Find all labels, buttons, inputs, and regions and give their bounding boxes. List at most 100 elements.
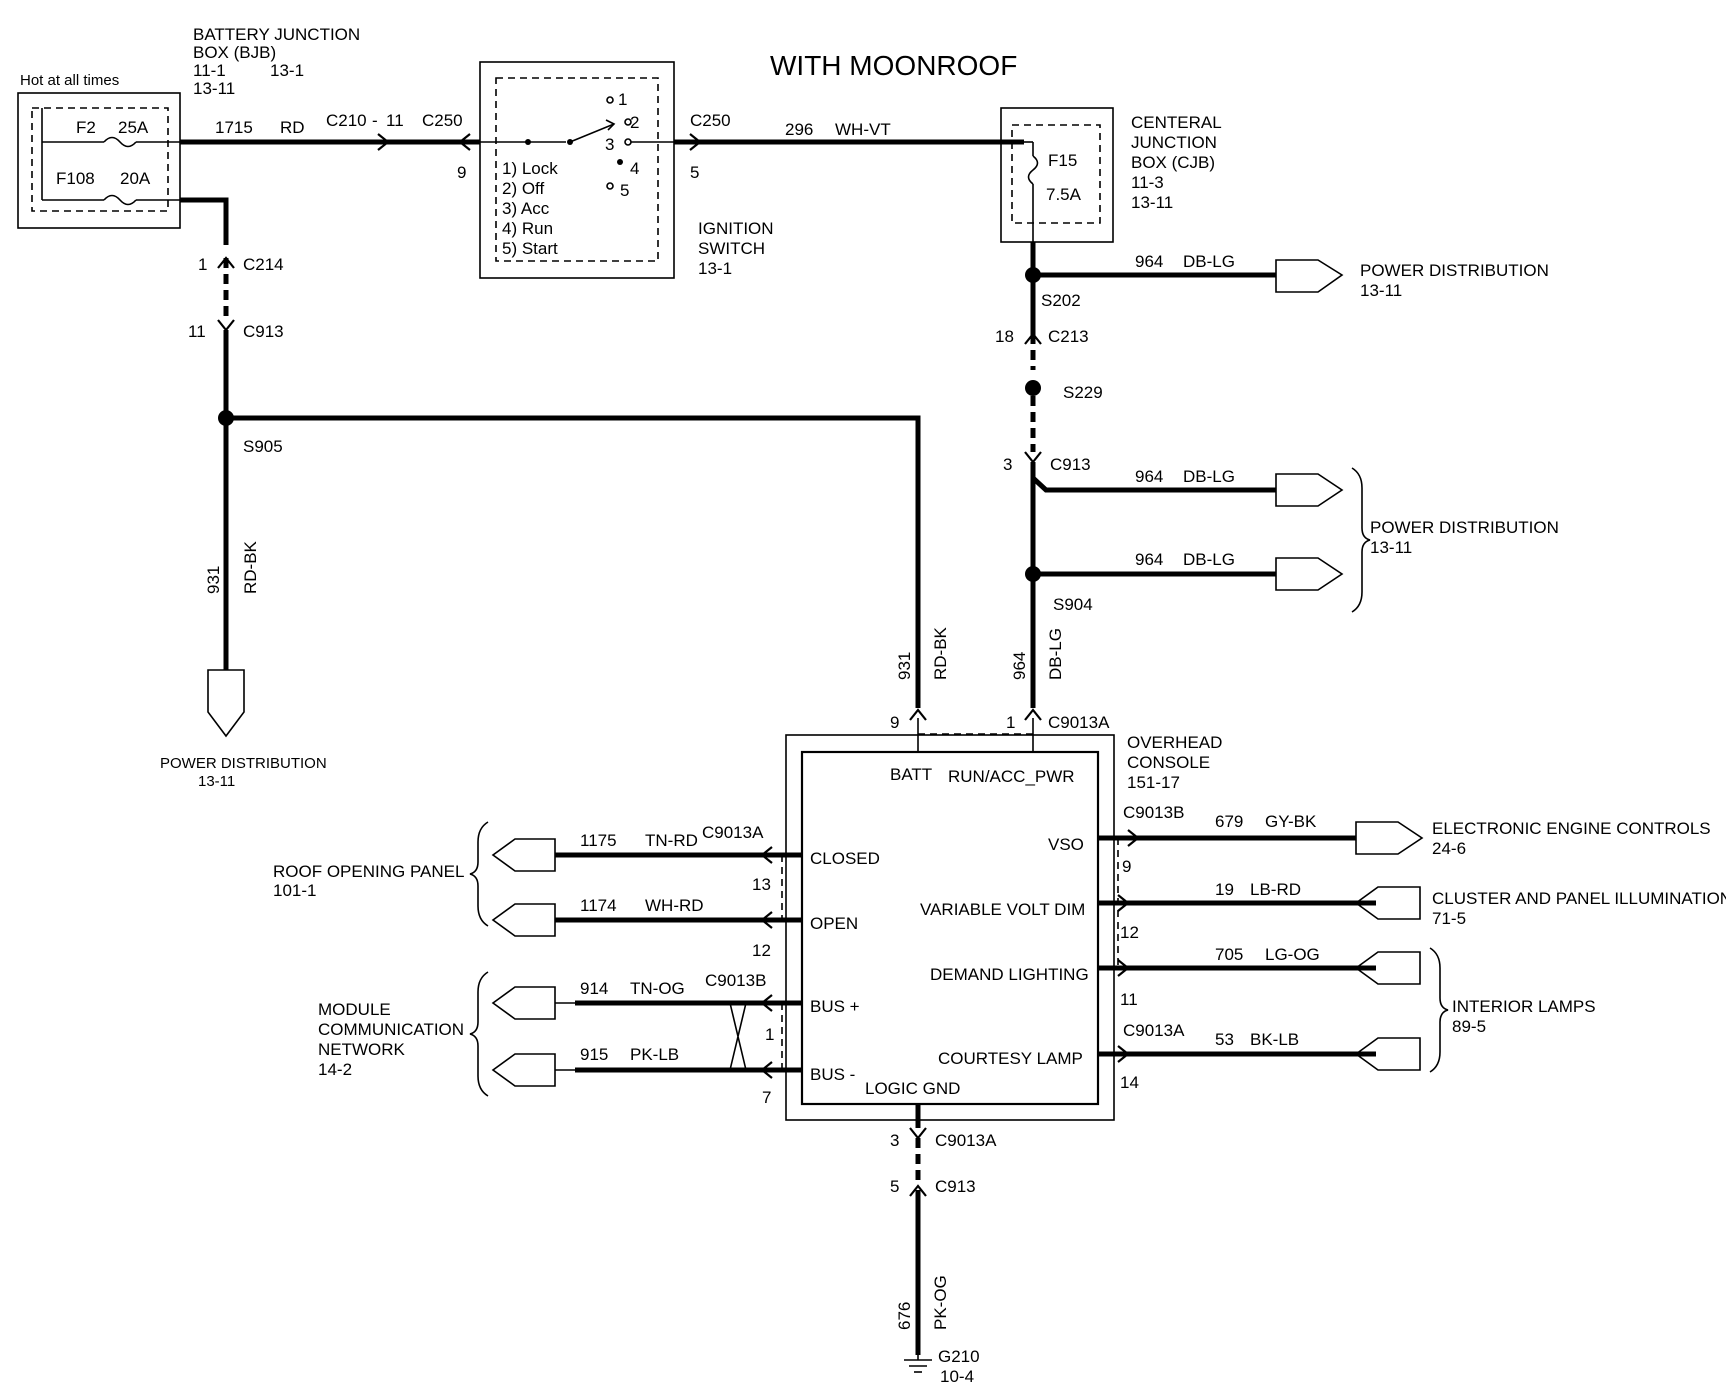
wire-914-color: TN-OG <box>630 979 685 998</box>
pd-top-arrow <box>1275 259 1344 293</box>
pin-busp-num: 1 <box>765 1025 774 1044</box>
wire-964a: 964 DB-LG POWER DISTRIBUTION 13-11 <box>1033 252 1549 300</box>
hot-at-all-times-label: Hot at all times <box>20 72 119 89</box>
c214-label: C214 <box>243 255 284 274</box>
pin-closed-label: CLOSED <box>810 849 880 868</box>
wire-296-circuit: 296 <box>785 120 813 139</box>
wire-19-circuit: 19 <box>1215 880 1234 899</box>
ignition-position-3: 3) Acc <box>502 199 550 218</box>
cjb-ref-1: 11-3 <box>1131 173 1164 192</box>
c213-label: C213 <box>1048 327 1089 346</box>
c9013a-bottom-connector <box>909 1127 927 1140</box>
wire-1175-color: TN-RD <box>645 831 698 850</box>
wire-679-color: GY-BK <box>1265 812 1317 831</box>
wire-1175-circuit: 1175 <box>580 831 617 850</box>
splice-s202-label: S202 <box>1041 291 1081 310</box>
c250-right-connector <box>689 133 702 151</box>
wire-964c-color: DB-LG <box>1183 550 1235 569</box>
c9013b-left-label: C9013B <box>705 971 766 990</box>
c9013a-run-connector <box>1024 708 1042 721</box>
wire-1715-circuit: 1715 <box>215 118 253 137</box>
wire-679: C9013B 9 679 GY-BK ELECTRONIC ENGINE CON… <box>1098 803 1711 876</box>
pd-mid-arrow-2 <box>1275 557 1344 591</box>
pin-run-label: RUN/ACC_PWR <box>948 767 1075 786</box>
c9013a-top-pin-batt: 9 <box>890 713 899 732</box>
pd-mid-ref: 13-11 <box>1370 538 1412 557</box>
cl-connector <box>1117 1045 1130 1063</box>
bjb-ref-2: 13-1 <box>270 61 304 80</box>
ignition-title-line1: IGNITION <box>698 219 774 238</box>
cjb-title-line2: JUNCTION <box>1131 133 1217 152</box>
ignition-position-1: 1) Lock <box>502 159 558 178</box>
pin-batt-label: BATT <box>890 765 932 784</box>
wire-964c: 964 DB-LG POWER DISTRIBUTION 13-11 <box>1033 467 1559 613</box>
cjb-ref-2: 13-11 <box>1131 193 1173 212</box>
splice-s229 <box>1025 380 1041 396</box>
wire-1174: 12 1174 WH-RD ROOF OPENING PANEL 101-1 <box>273 821 802 960</box>
closed-connector <box>760 846 773 864</box>
wire-964b: 964 DB-LG <box>1031 467 1344 507</box>
bjb-title-line1: BATTERY JUNCTION <box>193 25 360 44</box>
wire-676-color: PK-OG <box>931 1275 950 1330</box>
battery-junction-box: BATTERY JUNCTION BOX (BJB) 11-1 13-1 13-… <box>17 25 360 229</box>
fuse-f108-rating: 20A <box>120 169 151 188</box>
wire-679-circuit: 679 <box>1215 812 1243 831</box>
bjb-title-line2: BOX (BJB) <box>193 43 276 62</box>
wire-931-left: 1 C214 11 C913 S905 931 RD-BK POWER DIST… <box>160 197 327 790</box>
pd-left-ref: 13-11 <box>198 773 235 790</box>
twisted-pair <box>729 1002 747 1071</box>
ignition-pos-num-2: 2 <box>630 113 639 132</box>
pd-left-arrow <box>207 669 245 738</box>
il-name: INTERIOR LAMPS <box>1452 997 1596 1016</box>
wire-931b-circuit: 931 <box>895 652 914 680</box>
pin-cl-num: 14 <box>1120 1073 1139 1092</box>
c913-bottom-pin: 5 <box>890 1177 899 1196</box>
wire-19: 12 19 LB-RD CLUSTER AND PANEL ILLUMINATI… <box>1098 880 1726 942</box>
wire-964a-circuit: 964 <box>1135 252 1163 271</box>
c9013a-top-pin-run: 1 <box>1006 713 1015 732</box>
pin-vvd-label: VARIABLE VOLT DIM <box>920 900 1085 919</box>
rop-brace <box>469 821 489 927</box>
fuse-f15-id: F15 <box>1048 151 1077 170</box>
cpi-ref: 71-5 <box>1432 909 1466 928</box>
wire-964-vertical: S202 18 C213 S229 3 C913 S904 964 DB-LG <box>995 242 1103 708</box>
ignition-switch-inner <box>495 77 659 262</box>
ignition-ref: 13-1 <box>698 259 732 278</box>
mcn-brace <box>469 971 489 1097</box>
pin-busm-num: 7 <box>762 1088 771 1107</box>
il-brace <box>1429 947 1449 1073</box>
wire-19-color: LB-RD <box>1250 880 1301 899</box>
c9013a-top-label: C9013A <box>1048 713 1110 732</box>
central-junction-box: F15 7.5A CENTERAL JUNCTION BOX (CJB) 11-… <box>1000 107 1222 243</box>
c913-mid-connector <box>1024 451 1042 464</box>
mcn-name-line1: MODULE <box>318 1000 391 1019</box>
wire-53-color: BK-LB <box>1250 1030 1299 1049</box>
pin-vso-label: VSO <box>1048 835 1084 854</box>
pin-open-label: OPEN <box>810 914 858 933</box>
fuse-f108-id: F108 <box>56 169 95 188</box>
wire-915: 7 915 PK-LB MODULE COMMUNICATION NETWORK… <box>318 971 802 1107</box>
pin-gnd-label: LOGIC GND <box>865 1079 960 1098</box>
dl-connector <box>1117 959 1130 977</box>
ignition-pos-num-1: 1 <box>618 90 627 109</box>
cjb-title-line1: CENTERAL <box>1131 113 1222 132</box>
cpi-arrow <box>1354 886 1421 920</box>
ignition-pin-in: 9 <box>457 163 466 182</box>
overhead-console-module: 9 1 C9013A OVERHEAD CONSOLE 151-17 BATT … <box>781 708 1222 1121</box>
fuse-f15-symbol <box>1027 155 1039 185</box>
ground-ref: 10-4 <box>940 1367 974 1386</box>
eec-name: ELECTRONIC ENGINE CONTROLS <box>1432 819 1711 838</box>
il-ref: 89-5 <box>1452 1017 1486 1036</box>
fuse-f2-symbol <box>103 136 137 148</box>
c913-top-connector <box>217 319 235 332</box>
ignition-position-2: 2) Off <box>502 179 544 198</box>
wire-931a-color: RD-BK <box>241 540 260 594</box>
busm-connector <box>760 1061 773 1079</box>
splice-s229-label: S229 <box>1063 383 1103 402</box>
diagram-title: WITH MOONROOF <box>770 50 1017 81</box>
c913-mid-pin: 3 <box>1003 455 1012 474</box>
fuse-f2-id: F2 <box>76 118 96 137</box>
wire-296: C250 296 WH-VT <box>674 111 1024 151</box>
eec-ref: 24-6 <box>1432 839 1466 858</box>
